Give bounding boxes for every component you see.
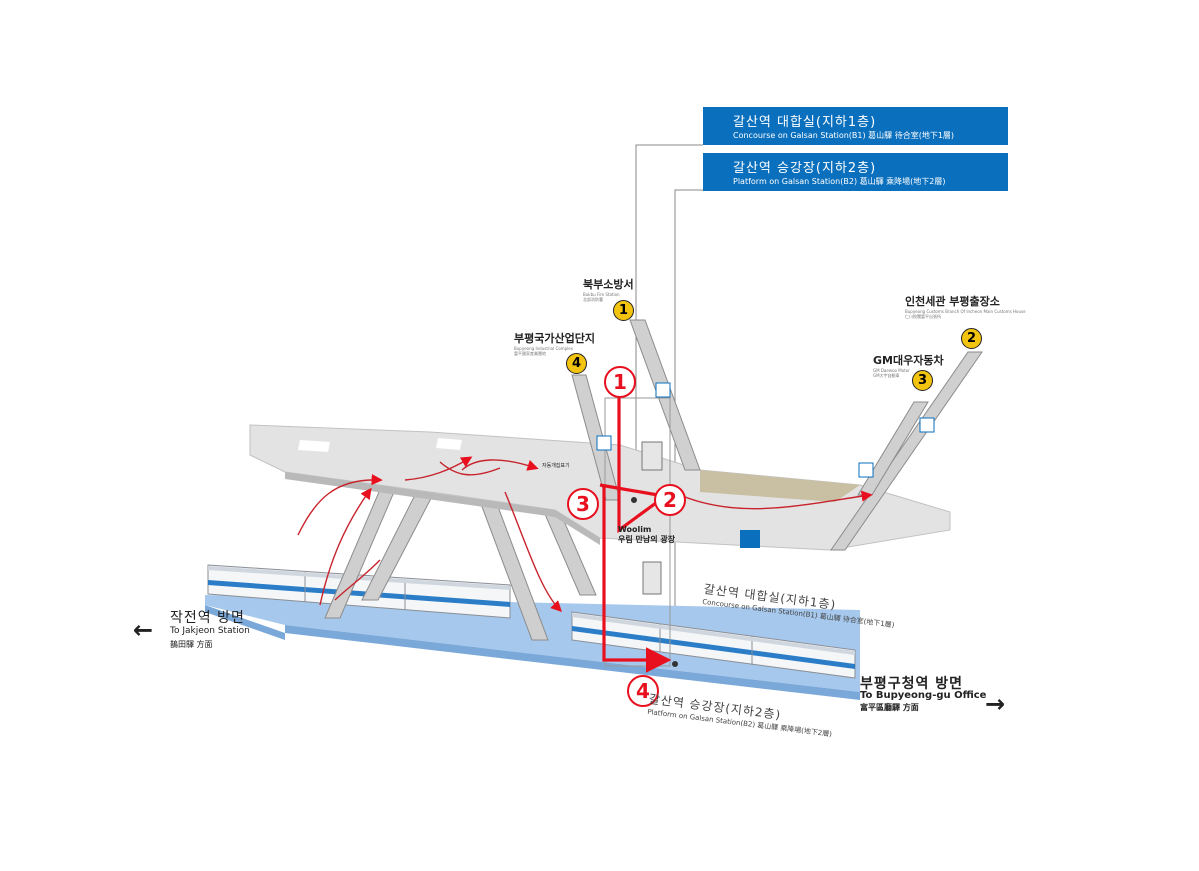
exit-3-hanja: GM大宇自動車 — [873, 373, 900, 378]
concourse-hole — [436, 438, 462, 450]
legend-concourse: 갈산역 대합실(지하1층) Concourse on Galsan Statio… — [703, 107, 1008, 145]
restroom-icon — [740, 530, 760, 548]
exit-4-name: 부평국가산업단지 — [514, 332, 595, 345]
direction-left-en: To Jakjeon Station — [170, 626, 250, 636]
exit-3-name: GM대우자동차 — [873, 354, 944, 367]
route-step-2: 2 — [654, 484, 686, 516]
route-step-3: 3 — [567, 488, 599, 520]
direction-left-arrow: ← — [133, 616, 154, 644]
direction-right-ko: 부평구청역 방면 — [860, 676, 964, 692]
platform-floor — [205, 595, 860, 692]
wheelchair-icon-2 — [596, 435, 612, 451]
platform-edge — [285, 625, 860, 700]
direction-left-hanja: 鵲田驛 方面 — [170, 640, 213, 649]
route-step-4: 4 — [627, 675, 659, 707]
route-step-1: 1 — [604, 366, 636, 398]
direction-right-hanja: 富平區廳驛 方面 — [860, 703, 919, 712]
plaza-label: Woolim 우림 만남의 광장 — [618, 525, 675, 545]
exit-4-hanja: 富平國家産業團地 — [514, 351, 546, 356]
platform-side — [205, 605, 285, 640]
direction-left: 작전역 방면 To Jakjeon Station 鵲田驛 方面 — [170, 610, 250, 651]
exit-3-badge: 3 — [912, 370, 933, 391]
exit-2-badge: 2 — [961, 328, 982, 349]
legend-platform: 갈산역 승강장(지하2층) Platform on Galsan Station… — [703, 153, 1008, 191]
exit-3-label: GM대우자동차 GM Daewoo Motor GM大宇自動車 — [873, 352, 944, 379]
legend-leader-concourse — [635, 144, 703, 500]
gate-label: 자동개집표기 — [542, 463, 570, 469]
gate-area — [700, 470, 860, 502]
elevator-cab-top — [641, 441, 663, 471]
exit-1-label: 북부소방서 Bukbu Fire Station 北部消防署 — [583, 276, 634, 303]
direction-right: 부평구청역 방면 To Bupyeong-gu Office 富平區廳驛 方面 — [860, 676, 987, 714]
exit-3-en: GM Daewoo Motor — [873, 368, 910, 373]
legend-platform-title: 갈산역 승강장(지하2층) — [733, 161, 877, 176]
exit-1-en: Bukbu Fire Station — [583, 292, 620, 297]
exit-2-label: 인천세관 부평출장소 Bupyeong Customs Branch Of In… — [905, 293, 1026, 320]
exit-2-en: Bupyeong Customs Branch Of Incheon Main … — [905, 309, 1026, 314]
legend-platform-sub: Platform on Galsan Station(B2) 葛山驛 乘降場(地… — [733, 177, 946, 186]
elevator-dot-bottom — [672, 661, 678, 667]
elevator-dot-top — [631, 497, 637, 503]
exit-1-name: 북부소방서 — [583, 278, 634, 291]
plaza-ko: 우림 만남의 광장 — [618, 535, 676, 544]
wheelchair-icon-1 — [655, 382, 671, 398]
highlighted-route — [599, 398, 672, 673]
concourse-floor — [249, 424, 951, 551]
train-left — [207, 564, 511, 619]
exit-4-en: Bupyeong Industrial Complex — [514, 346, 574, 351]
train-right — [571, 611, 856, 679]
concourse-edge — [285, 472, 600, 545]
wheelchair-icon-3 — [919, 417, 935, 433]
plaza-en: Woolim — [618, 525, 652, 534]
exit-1-badge: 1 — [613, 300, 634, 321]
exit-4-label: 부평국가산업단지 Bupyeong Industrial Complex 富平國… — [514, 330, 595, 357]
exit-2-name: 인천세관 부평출장소 — [905, 295, 1000, 308]
direction-right-en: To Bupyeong-gu Office — [860, 690, 987, 701]
legend-concourse-sub: Concourse on Galsan Station(B1) 葛山驛 待合室(… — [733, 131, 955, 140]
exit-4-badge: 4 — [566, 353, 587, 374]
exit-1-hanja: 北部消防署 — [583, 297, 603, 302]
direction-right-arrow: → — [985, 690, 1006, 718]
legend-concourse-title: 갈산역 대합실(지하1층) — [733, 115, 877, 130]
wheelchair-icon-4 — [858, 462, 874, 478]
direction-left-ko: 작전역 방면 — [170, 610, 245, 626]
concourse-hole-2 — [298, 440, 330, 452]
exit-2-hanja: 仁川稅關富平出張所 — [905, 314, 941, 319]
walking-route-arrows — [297, 456, 873, 612]
elevator-cab-bottom — [642, 561, 662, 595]
